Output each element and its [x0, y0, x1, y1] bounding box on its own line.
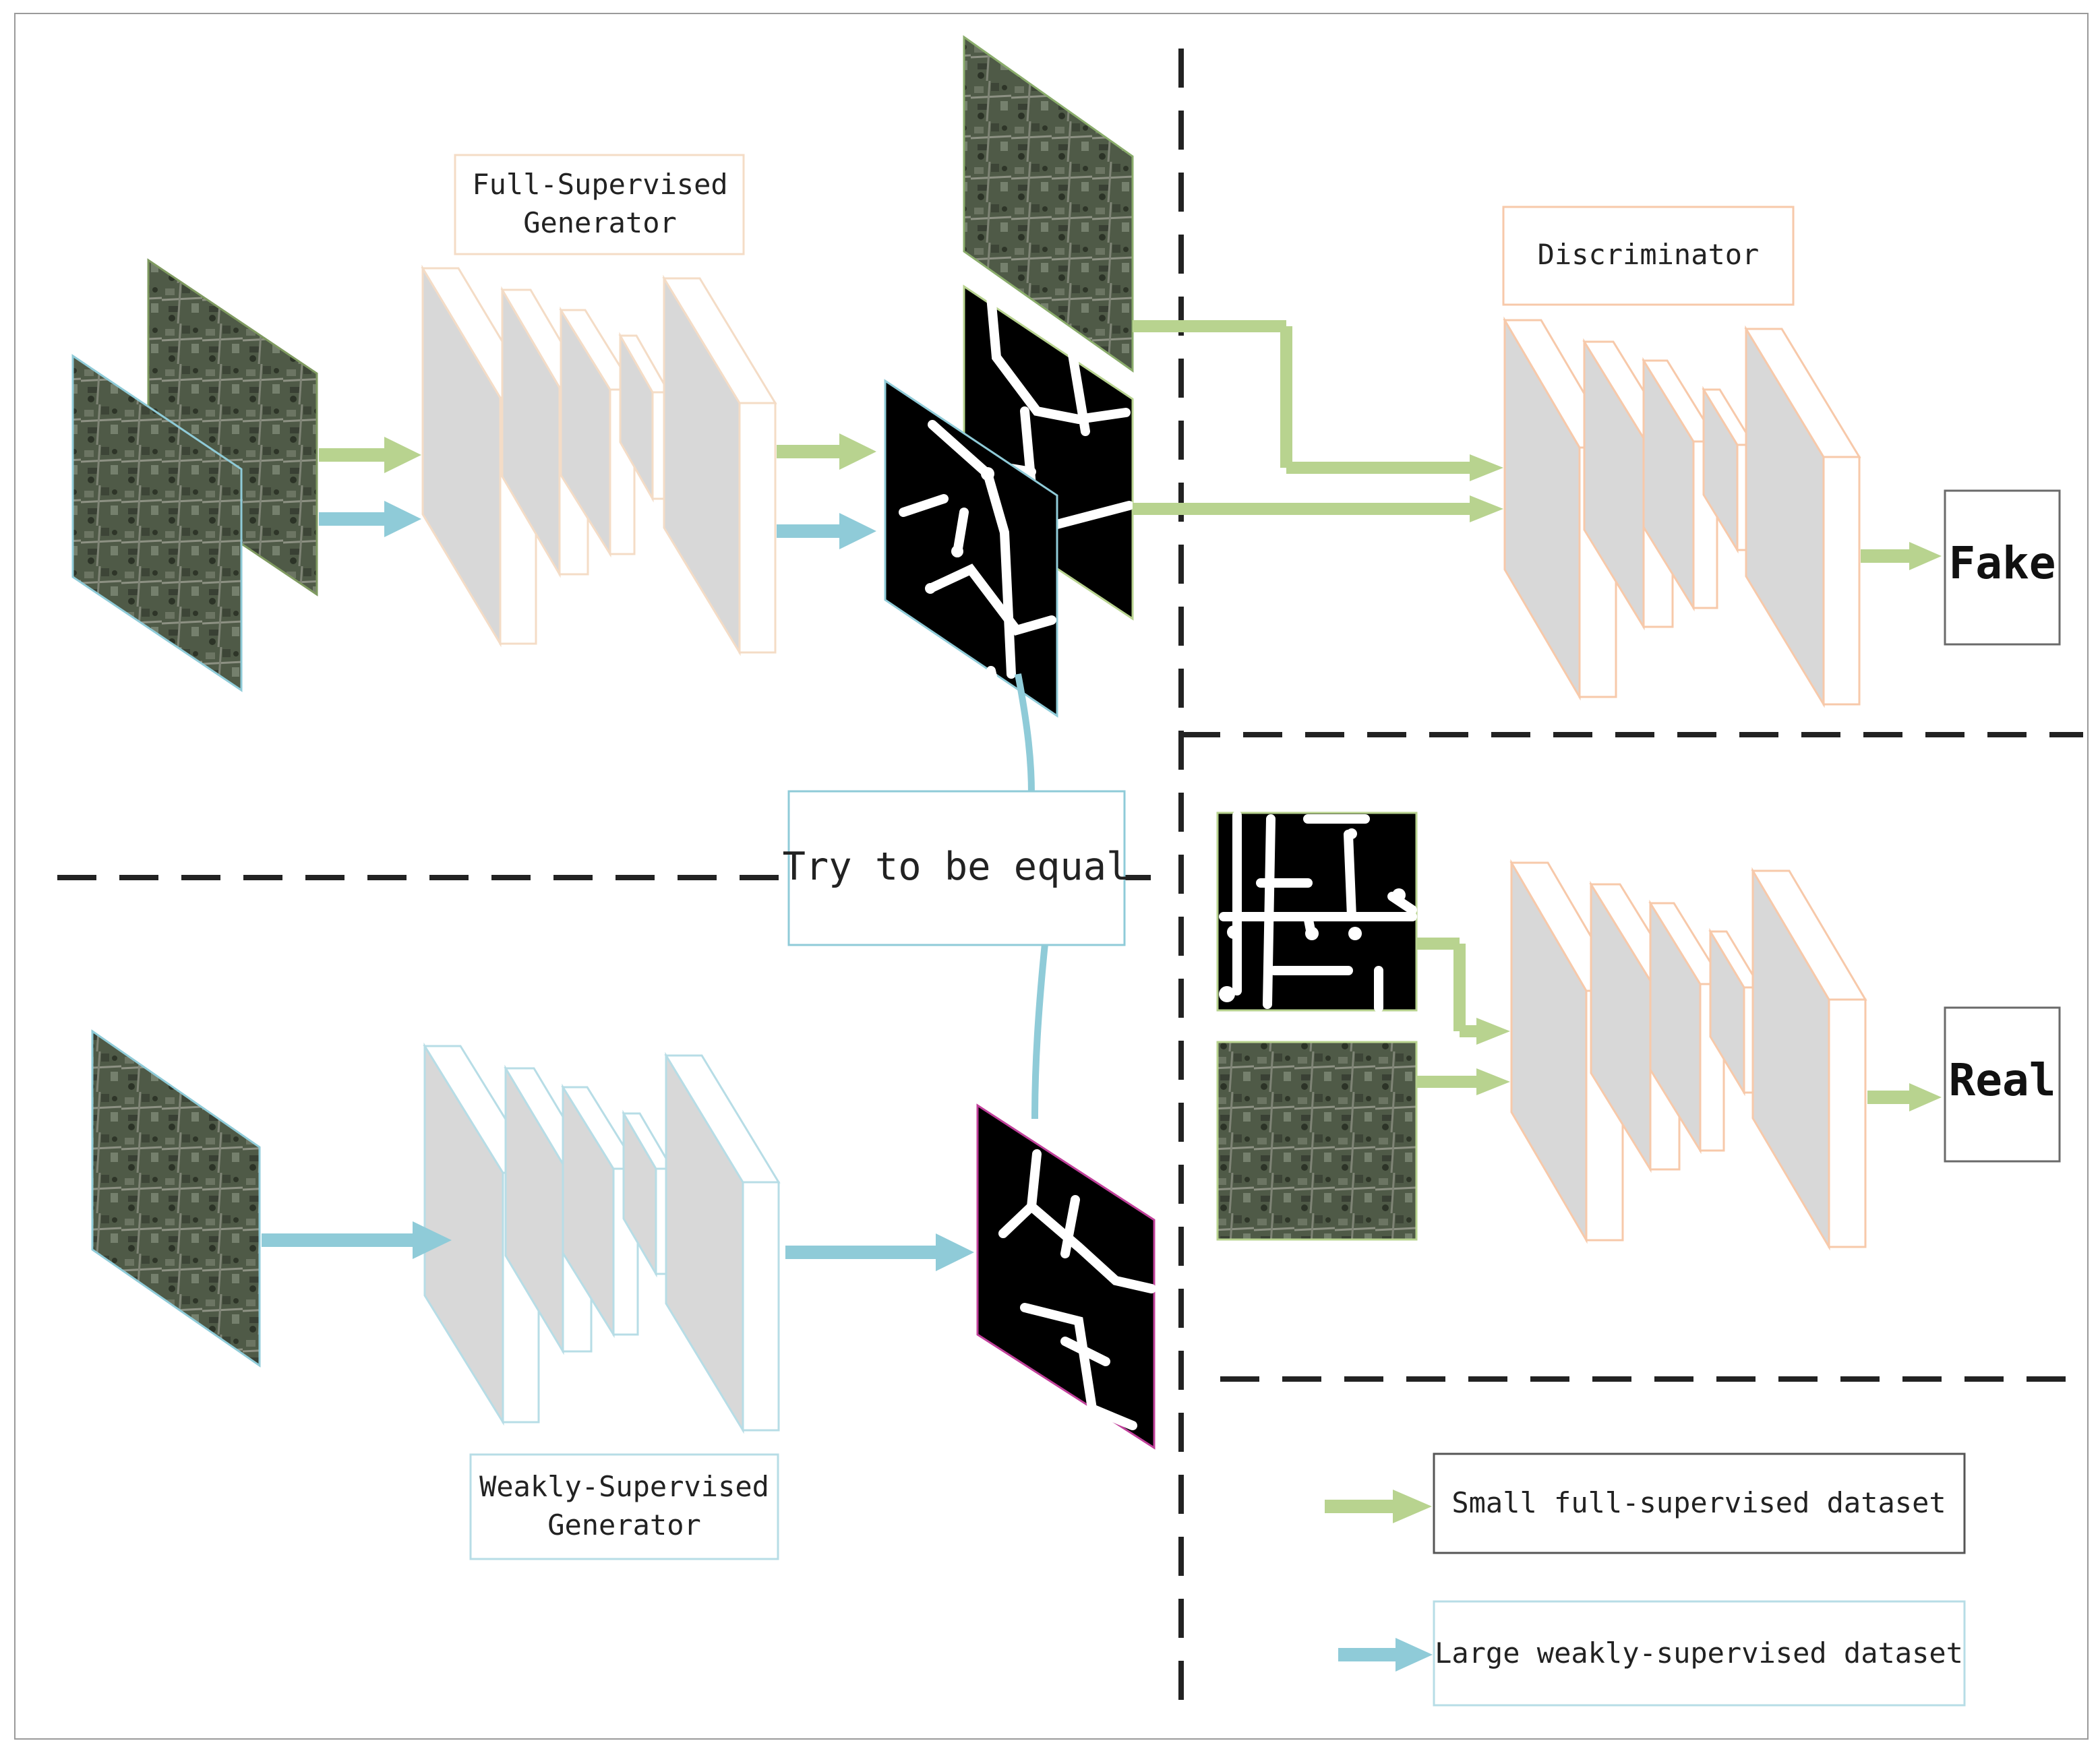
real-mask-road-ends: [1219, 828, 1406, 1002]
top-output-images: [884, 35, 1134, 718]
full-supervised-generator-network: [421, 264, 777, 656]
legend-small-full-arrowhead: [1393, 1490, 1432, 1523]
discriminator-network-top: [1503, 316, 1861, 708]
legend-large-weak-box: [1433, 1600, 1966, 1707]
arrowhead-to-real: [1909, 1083, 1942, 1111]
real-box: [1944, 1006, 2061, 1163]
weakly-supervised-generator-network: [423, 1042, 781, 1434]
real-road-mask: [1216, 812, 1418, 1012]
legend-large-weak-label: Large weakly-supervised dataset: [1435, 1637, 1963, 1670]
fake-box: [1944, 489, 2061, 646]
weak-output-mask: [976, 1103, 1156, 1450]
discriminator-inputs-top: [1133, 320, 1503, 522]
weak-generator-label-line1: Weakly-Supervised: [479, 1470, 769, 1503]
equality-connector: [787, 673, 1126, 1120]
weak-input-aerial-image: [91, 1029, 261, 1368]
real-mask-roads: [1219, 811, 1417, 1012]
arrowhead-to-fake: [1909, 542, 1942, 570]
legend-large-weak-arrowhead: [1396, 1638, 1433, 1672]
outer-frame: [14, 13, 2089, 1740]
fake-label: Fake: [1949, 537, 2056, 589]
weak-generator-label-box: [469, 1453, 779, 1560]
try-to-be-equal-label: Try to be equal: [783, 845, 1130, 889]
weak-generator-arrows: [262, 1221, 974, 1271]
real-label: Real: [1949, 1054, 2056, 1106]
full-generator-label-box: [454, 154, 745, 255]
legend-small-full-box: [1433, 1452, 1966, 1554]
real-aerial-image: [1216, 1041, 1418, 1241]
top-generator-arrows: [319, 433, 876, 549]
discriminator-label-box: [1502, 206, 1795, 306]
discriminator-label: Discriminator: [1538, 238, 1760, 271]
legend-small-full-label: Small full-supervised dataset: [1451, 1486, 1946, 1519]
weak-generator-label-line2: Generator: [547, 1508, 701, 1541]
discriminator-network-bottom: [1509, 859, 1867, 1251]
full-input-aerial-images: [71, 258, 318, 692]
weak-mask-roads: [998, 1149, 1156, 1430]
full-generator-label-line1: Full-Supervised: [472, 168, 727, 201]
full-generator-label-line2: Generator: [523, 206, 677, 239]
discriminator-inputs-bottom: [1416, 938, 1510, 1095]
